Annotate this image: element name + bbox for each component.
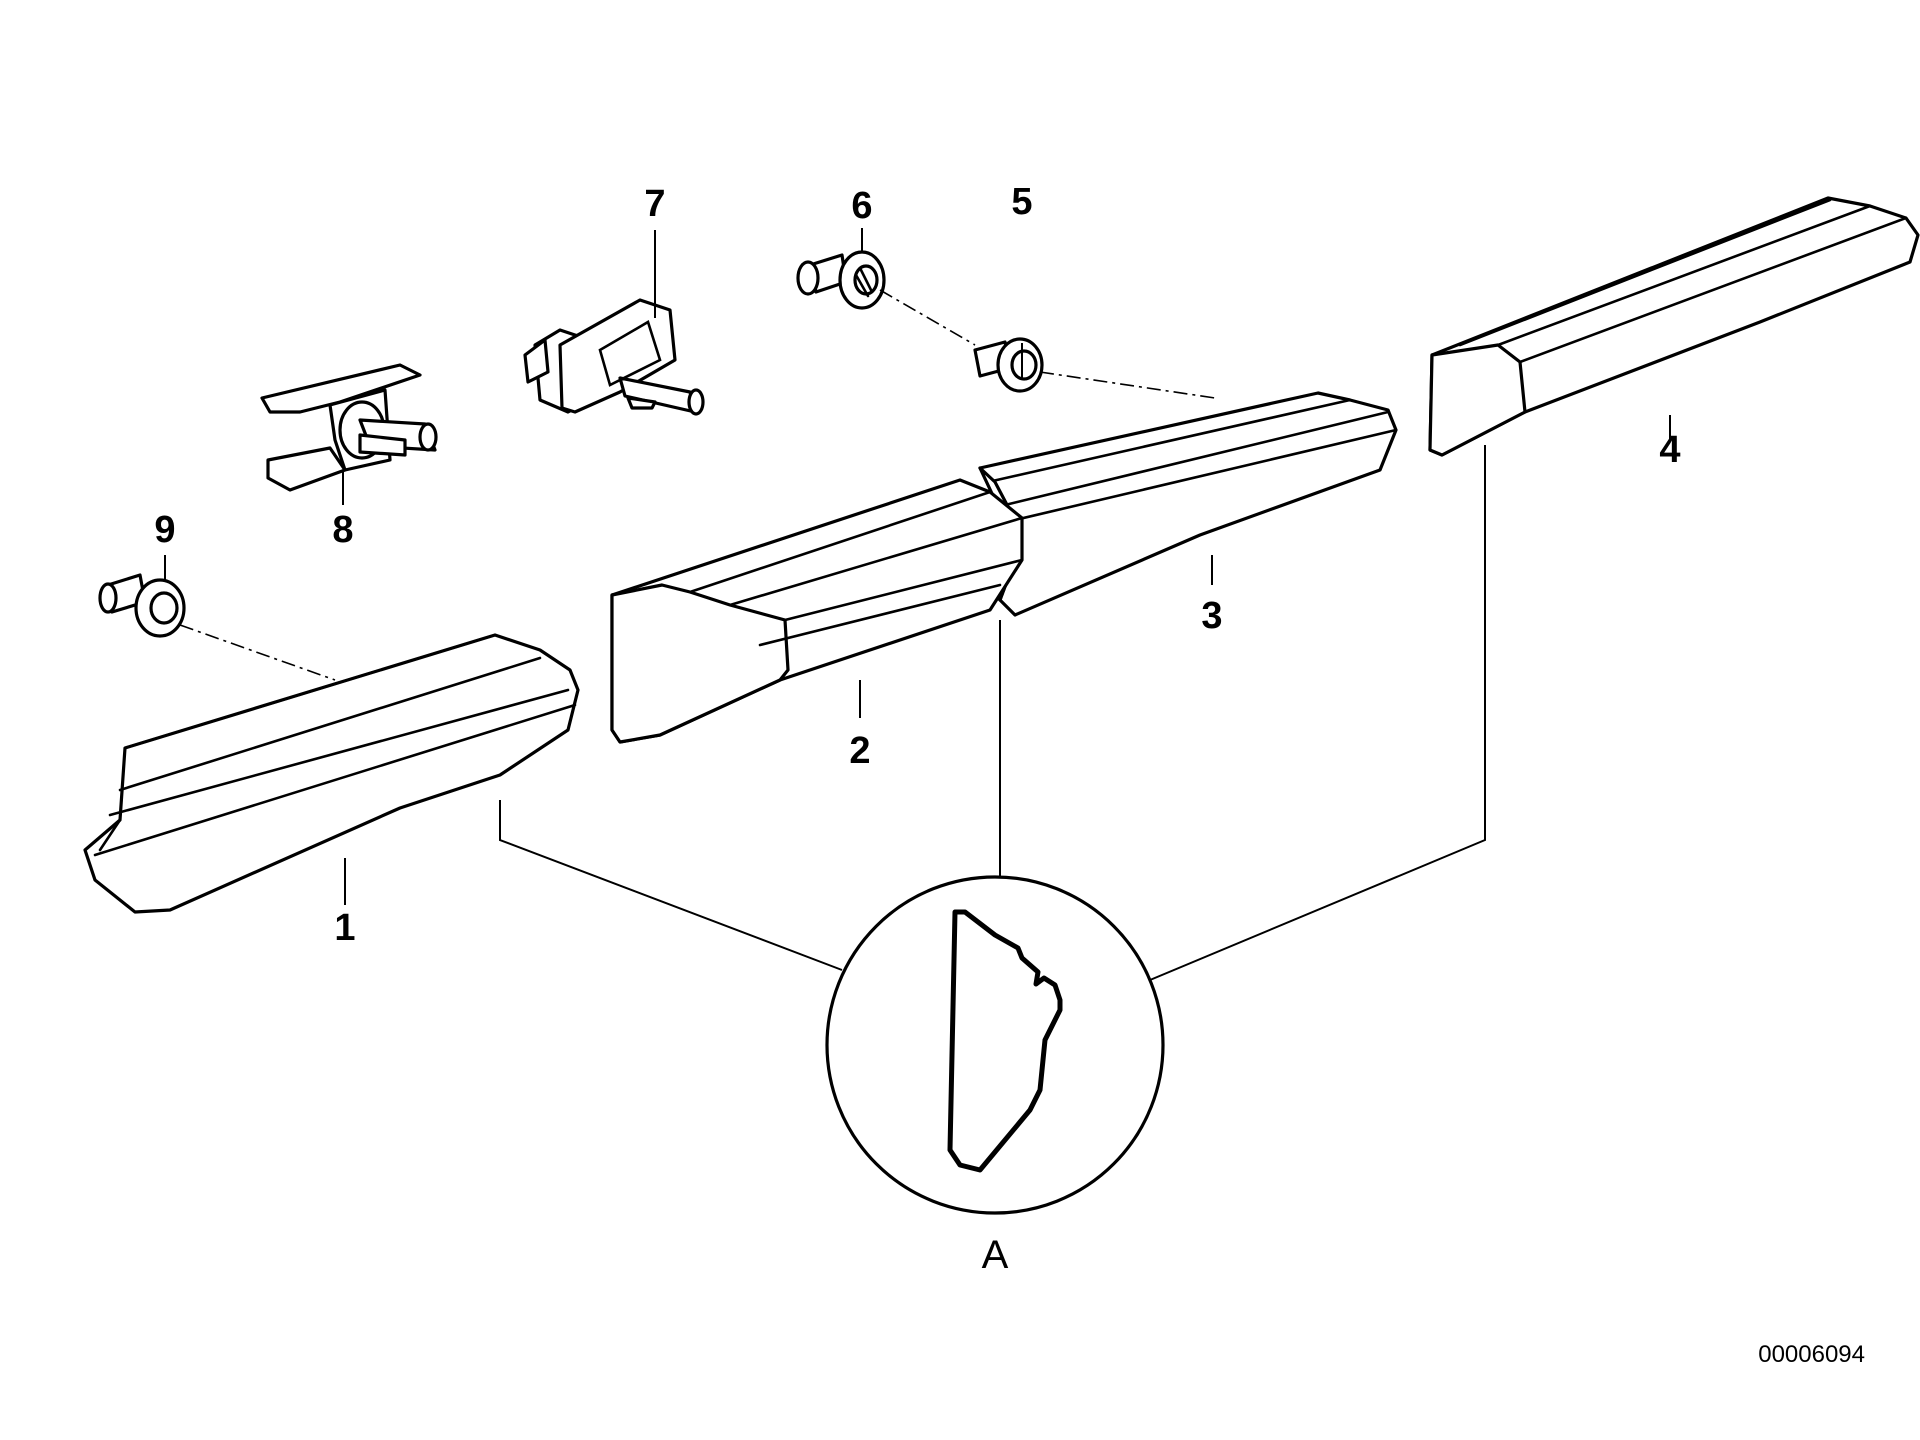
callout-leaders: [164, 228, 1671, 905]
grommet-9-icon: [98, 573, 186, 638]
callout-7: 7: [644, 183, 665, 225]
detail-connectors: [499, 445, 1486, 981]
part-4-trim-strip: [1428, 196, 1920, 457]
clip-holder-8-icon: [260, 363, 438, 492]
grommet-5-icon: [973, 337, 1044, 393]
diagram-reference-number: 00006094: [1758, 1341, 1865, 1368]
callout-2: 2: [849, 730, 870, 772]
screw-bush-6-icon: [796, 250, 886, 310]
callout-9: 9: [154, 509, 175, 551]
part-3-trim-strip: [978, 391, 1398, 617]
detail-a-section: [825, 875, 1165, 1215]
part-2-trim-strip: [610, 478, 1024, 744]
assembly-lines: [179, 289, 1216, 681]
callout-6: 6: [851, 185, 872, 227]
clip-holder-7-icon: [523, 298, 705, 416]
callout-1: 1: [334, 907, 355, 949]
callout-5: 5: [1011, 181, 1032, 223]
part-1-trim-strip: [83, 633, 580, 914]
callout-4: 4: [1659, 429, 1680, 471]
detail-label: A: [982, 1233, 1009, 1277]
callout-labels: 1 2 3 4 5 6 7 8 9 A: [154, 181, 1680, 1277]
callout-3: 3: [1201, 595, 1222, 637]
callout-8: 8: [332, 509, 353, 551]
